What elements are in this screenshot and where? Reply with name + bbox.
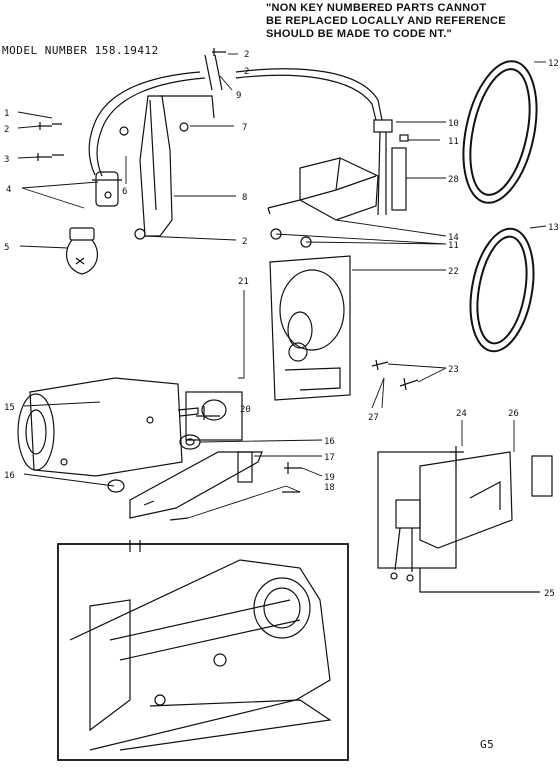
callout-18: 18 [324,483,335,493]
callout-12: 12 [548,59,559,69]
callout-3: 3 [4,155,9,165]
callout-5: 5 [4,243,9,253]
callout-2b: 2 [244,50,249,60]
callout-20: 20 [240,405,251,415]
switch-screw [450,446,464,466]
callout-7: 7 [242,123,247,133]
callout-2a: 2 [4,125,9,135]
callout-16b: 16 [4,471,15,481]
note-line-3: SHOULD BE MADE TO CODE NT." [266,28,453,40]
pulley-guard [269,255,351,401]
light-socket-part [92,171,122,207]
callout-24: 24 [456,409,467,419]
callout-numbers: 1 2 2 3 4 5 6 7 8 2 9 2 10 11 28 12 13 1… [4,50,559,599]
light-bulb-part [65,227,99,275]
callout-11a: 11 [448,137,459,147]
callout-16a: 16 [324,437,335,447]
model-number-label: MODEL NUMBER 158.19412 [2,44,159,57]
callout-2c: 2 [242,237,247,247]
leader-lines [17,53,547,593]
switch-bracket [419,451,553,549]
callout-9: 9 [236,91,241,101]
callout-19: 19 [324,473,335,483]
parts-note: "NON KEY NUMBERED PARTS CANNOT BE REPLAC… [266,2,546,41]
callout-8: 8 [242,193,247,203]
callout-11b: 11 [448,241,459,251]
guard-screws [371,359,419,391]
page-code: G5 [480,738,495,751]
callout-23: 23 [448,365,459,375]
callout-27: 27 [368,413,379,423]
callout-15: 15 [4,403,15,413]
screws [36,48,409,161]
motor-part [17,377,199,477]
light-wiring-harness [88,54,383,177]
callout-10: 10 [448,119,459,129]
motor-pulley-box [185,391,243,441]
motor-bracket [129,451,263,519]
note-line-2: BE REPLACED LOCALLY AND REFERENCE [266,15,506,27]
callout-14: 14 [448,233,459,243]
terminal-block [267,157,379,248]
callout-4: 4 [6,185,11,195]
callout-28: 28 [448,175,459,185]
callout-1: 1 [4,109,9,119]
callout-26: 26 [508,409,519,419]
callout-13: 13 [548,223,559,233]
switch-box [377,451,540,593]
callout-2d: 2 [244,67,249,77]
note-line-1: "NON KEY NUMBERED PARTS CANNOT [266,2,487,14]
light-bracket-arm [134,95,215,240]
machine-inset [57,540,349,761]
callout-22: 22 [448,267,459,277]
switch-post [373,119,407,216]
callout-6: 6 [122,187,127,197]
callout-17: 17 [324,453,335,463]
callout-25: 25 [544,589,555,599]
drive-belts [462,60,538,353]
bracket-screws [169,462,302,521]
callout-21: 21 [238,277,249,287]
washers [107,434,201,493]
